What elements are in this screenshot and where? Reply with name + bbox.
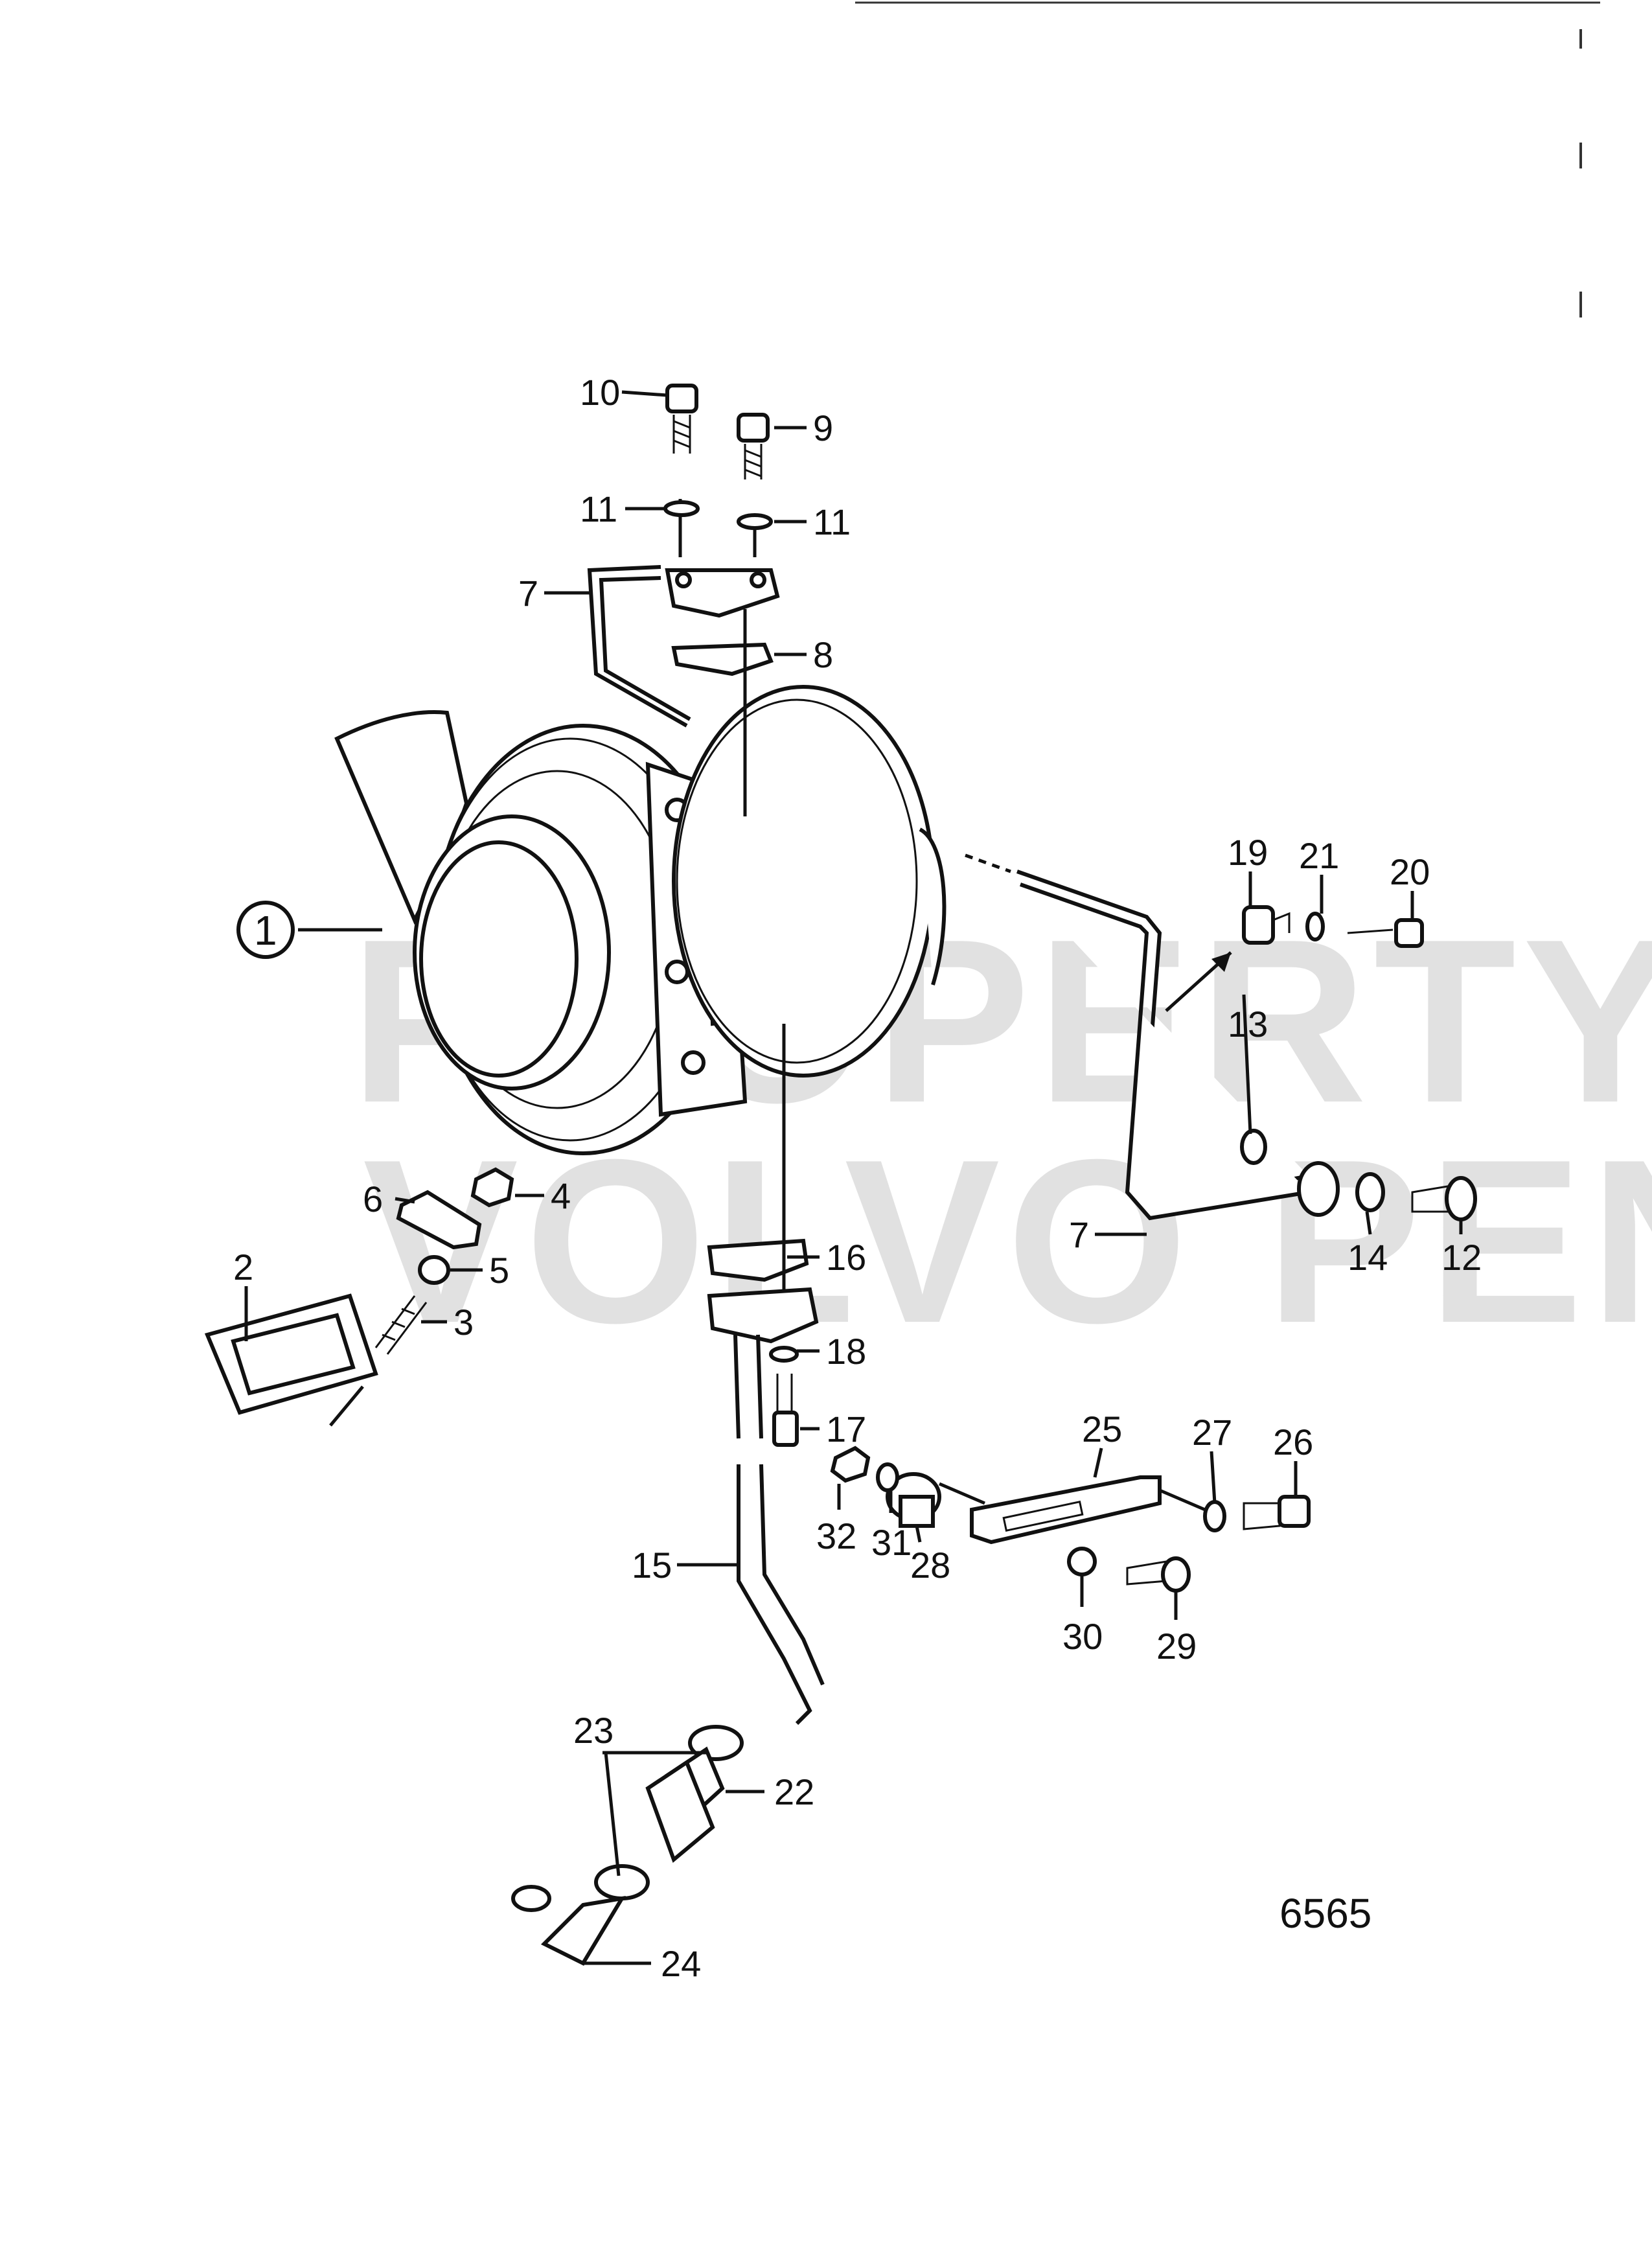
- callout-circle-1: [236, 901, 295, 959]
- label-part-27: 27: [1192, 1412, 1232, 1453]
- bolt-26: [1243, 1495, 1311, 1530]
- nut-4: [470, 1167, 514, 1208]
- label-part-31: 31: [871, 1522, 912, 1563]
- label-part-18: 18: [826, 1331, 866, 1372]
- lock-plate-6: [396, 1190, 482, 1250]
- label-part-3: 3: [453, 1302, 474, 1343]
- washer-21: [1305, 912, 1325, 941]
- elbow-24: [511, 1885, 626, 1966]
- label-part-1: 1: [254, 907, 277, 954]
- label-part-4: 4: [551, 1175, 571, 1216]
- scan-edge-marks: [855, 1, 1600, 317]
- bolt-17: [772, 1374, 799, 1447]
- hose-clamp-23-lower: [594, 1864, 650, 1900]
- label-part-20: 20: [1390, 851, 1430, 892]
- washer-11-left: [663, 500, 700, 517]
- label-part-8: 8: [813, 634, 833, 675]
- part-labels: 10 9 11 11 7 8 1 6 4 5 2 3 7 19 21 20 13…: [233, 372, 1482, 1984]
- leader-lines: [244, 390, 1463, 1965]
- label-part-17: 17: [826, 1409, 866, 1449]
- label-part-15: 15: [632, 1545, 672, 1586]
- bracket-25: [970, 1475, 1206, 1545]
- washer-11-right: [737, 513, 773, 530]
- drain-pipe-15: [707, 1024, 825, 1725]
- washer-31: [876, 1462, 899, 1492]
- bolt-9: [737, 413, 770, 479]
- washer-5: [418, 1255, 450, 1285]
- washer-14: [1355, 1172, 1385, 1212]
- gasket-2: [204, 1293, 378, 1427]
- label-part-11-right: 11: [813, 502, 851, 542]
- label-part-6: 6: [363, 1179, 383, 1219]
- drawing-number: 6565: [1279, 1890, 1371, 1937]
- label-part-7-upper: 7: [518, 573, 538, 614]
- banjo-bolt-12: [1411, 1176, 1477, 1221]
- bolt-10: [665, 384, 698, 454]
- stud-3: [374, 1295, 428, 1355]
- label-part-26: 26: [1273, 1422, 1313, 1462]
- clamp-28: [886, 1472, 985, 1528]
- label-part-16: 16: [826, 1237, 866, 1278]
- label-part-5: 5: [489, 1250, 509, 1291]
- turbocharger: [334, 685, 946, 1155]
- label-part-12: 12: [1441, 1237, 1482, 1278]
- label-part-30: 30: [1062, 1616, 1103, 1657]
- label-part-28: 28: [910, 1545, 950, 1586]
- washer-27: [1203, 1500, 1226, 1532]
- label-part-19: 19: [1228, 832, 1268, 873]
- nut-32: [830, 1446, 871, 1483]
- washer-13: [1240, 1129, 1267, 1165]
- label-part-29: 29: [1156, 1626, 1197, 1667]
- label-part-11-left: 11: [580, 489, 617, 529]
- washer-30: [1067, 1547, 1097, 1576]
- clamp-19: [1242, 905, 1291, 945]
- label-part-21: 21: [1299, 835, 1339, 876]
- screw-20: [1347, 918, 1424, 948]
- bolt-29: [1126, 1556, 1191, 1593]
- hose-22: [645, 1746, 725, 1863]
- label-part-22: 22: [774, 1771, 814, 1812]
- label-part-24: 24: [661, 1943, 701, 1984]
- label-part-25: 25: [1082, 1409, 1122, 1449]
- label-part-32: 32: [816, 1516, 856, 1556]
- label-part-7-lower: 7: [1069, 1214, 1089, 1255]
- oil-pipe-right: [965, 853, 1340, 1221]
- label-part-2: 2: [233, 1247, 253, 1287]
- label-part-23: 23: [573, 1710, 614, 1751]
- oil-pipe-upper: [587, 499, 780, 816]
- washer-18: [769, 1346, 799, 1363]
- label-part-10: 10: [580, 372, 620, 413]
- label-part-9: 9: [813, 408, 833, 448]
- label-part-13: 13: [1228, 1004, 1268, 1044]
- label-part-14: 14: [1348, 1237, 1388, 1278]
